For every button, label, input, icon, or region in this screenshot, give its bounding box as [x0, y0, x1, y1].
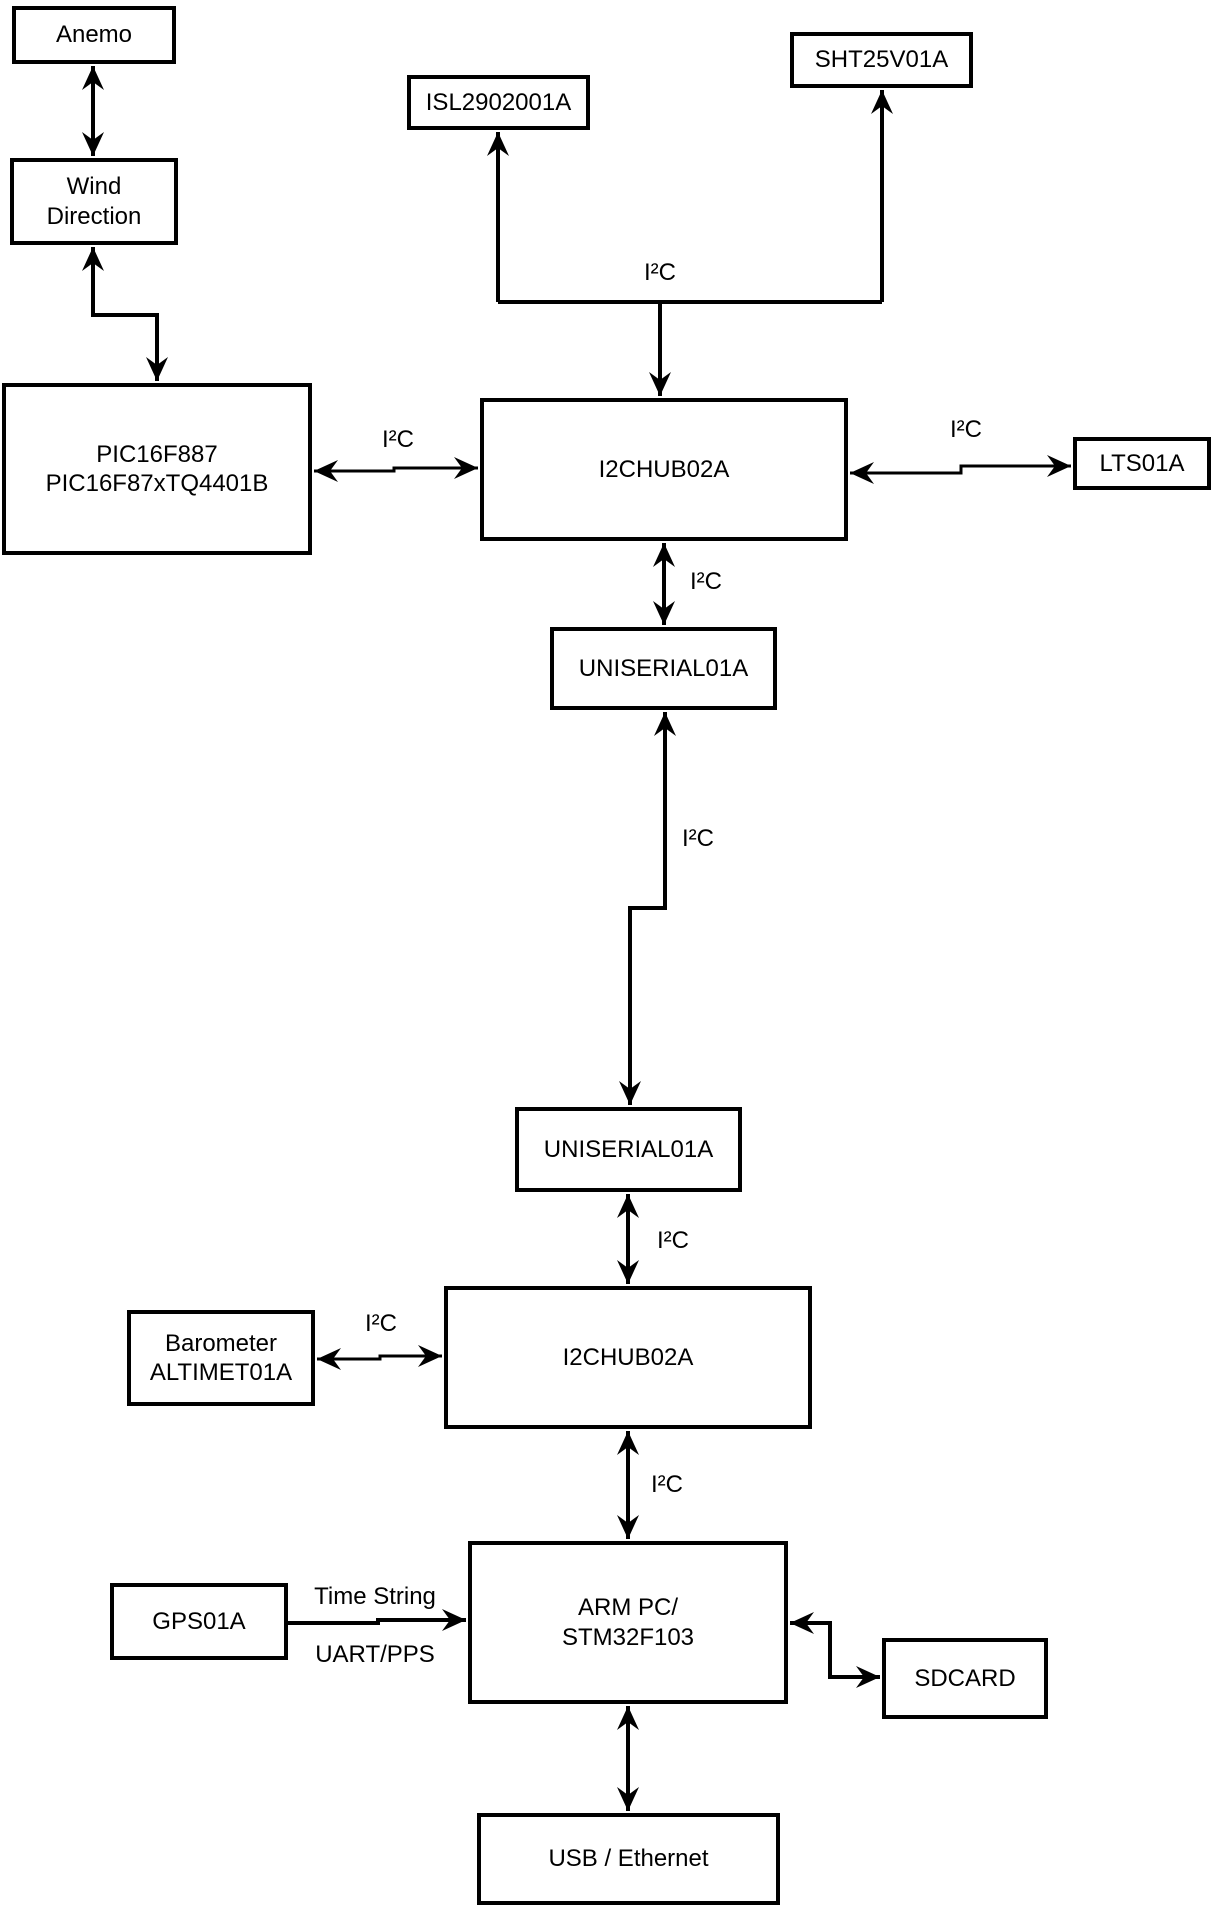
- edge-label-i2c-hub-lts: I²C: [950, 416, 982, 443]
- box-usb-ethernet: USB / Ethernet: [477, 1813, 780, 1905]
- edge-label-i2c-hub2-armpc: I²C: [651, 1471, 683, 1498]
- edge-label-i2c-hub-uniserial: I²C: [690, 568, 722, 595]
- box-lts01a: LTS01A: [1073, 437, 1211, 490]
- edge-label-i2c-uniserial-link: I²C: [682, 825, 714, 852]
- connector-armpc-sdcard: [790, 1612, 880, 1688]
- edge-label-time-string: Time String: [314, 1583, 436, 1610]
- box-i2chub02a-top: I2CHUB02A: [480, 398, 848, 541]
- edge-label-i2c-bus-top: I²C: [644, 259, 676, 286]
- edge-label-i2c-uniserial-hub2: I²C: [657, 1227, 689, 1254]
- edge-label-uart-pps: UART/PPS: [315, 1641, 435, 1668]
- connector-gps-armpc: [288, 1609, 466, 1631]
- box-i2chub02a-bottom: I2CHUB02A: [444, 1286, 812, 1429]
- box-uniserial01a-top: UNISERIAL01A: [550, 627, 777, 710]
- box-pic16f887: PIC16F887 PIC16F87xTQ4401B: [2, 383, 312, 555]
- box-gps01a: GPS01A: [110, 1583, 288, 1660]
- connector-wind-pic: [82, 247, 168, 381]
- box-barometer-altimet01a: Barometer ALTIMET01A: [127, 1310, 315, 1406]
- box-sdcard: SDCARD: [882, 1638, 1048, 1719]
- connector-i2chub-top-lts: [850, 455, 1071, 484]
- box-isl2902001a: ISL2902001A: [407, 75, 590, 130]
- box-anemo: Anemo: [12, 6, 176, 64]
- box-wind-direction: Wind Direction: [10, 158, 178, 245]
- box-arm-pc-stm32f103: ARM PC/ STM32F103: [468, 1541, 788, 1704]
- connector-uniserial-link: [619, 712, 676, 1105]
- edge-label-i2c-barometer-hub2: I²C: [365, 1310, 397, 1337]
- edge-label-i2c-pic-hub: I²C: [382, 426, 414, 453]
- box-sht25v01a: SHT25V01A: [790, 32, 973, 88]
- box-uniserial01a-bottom: UNISERIAL01A: [515, 1107, 742, 1192]
- connector-pic-i2chub-top: [314, 457, 478, 482]
- connector-barometer-i2chub-bottom: [317, 1345, 442, 1370]
